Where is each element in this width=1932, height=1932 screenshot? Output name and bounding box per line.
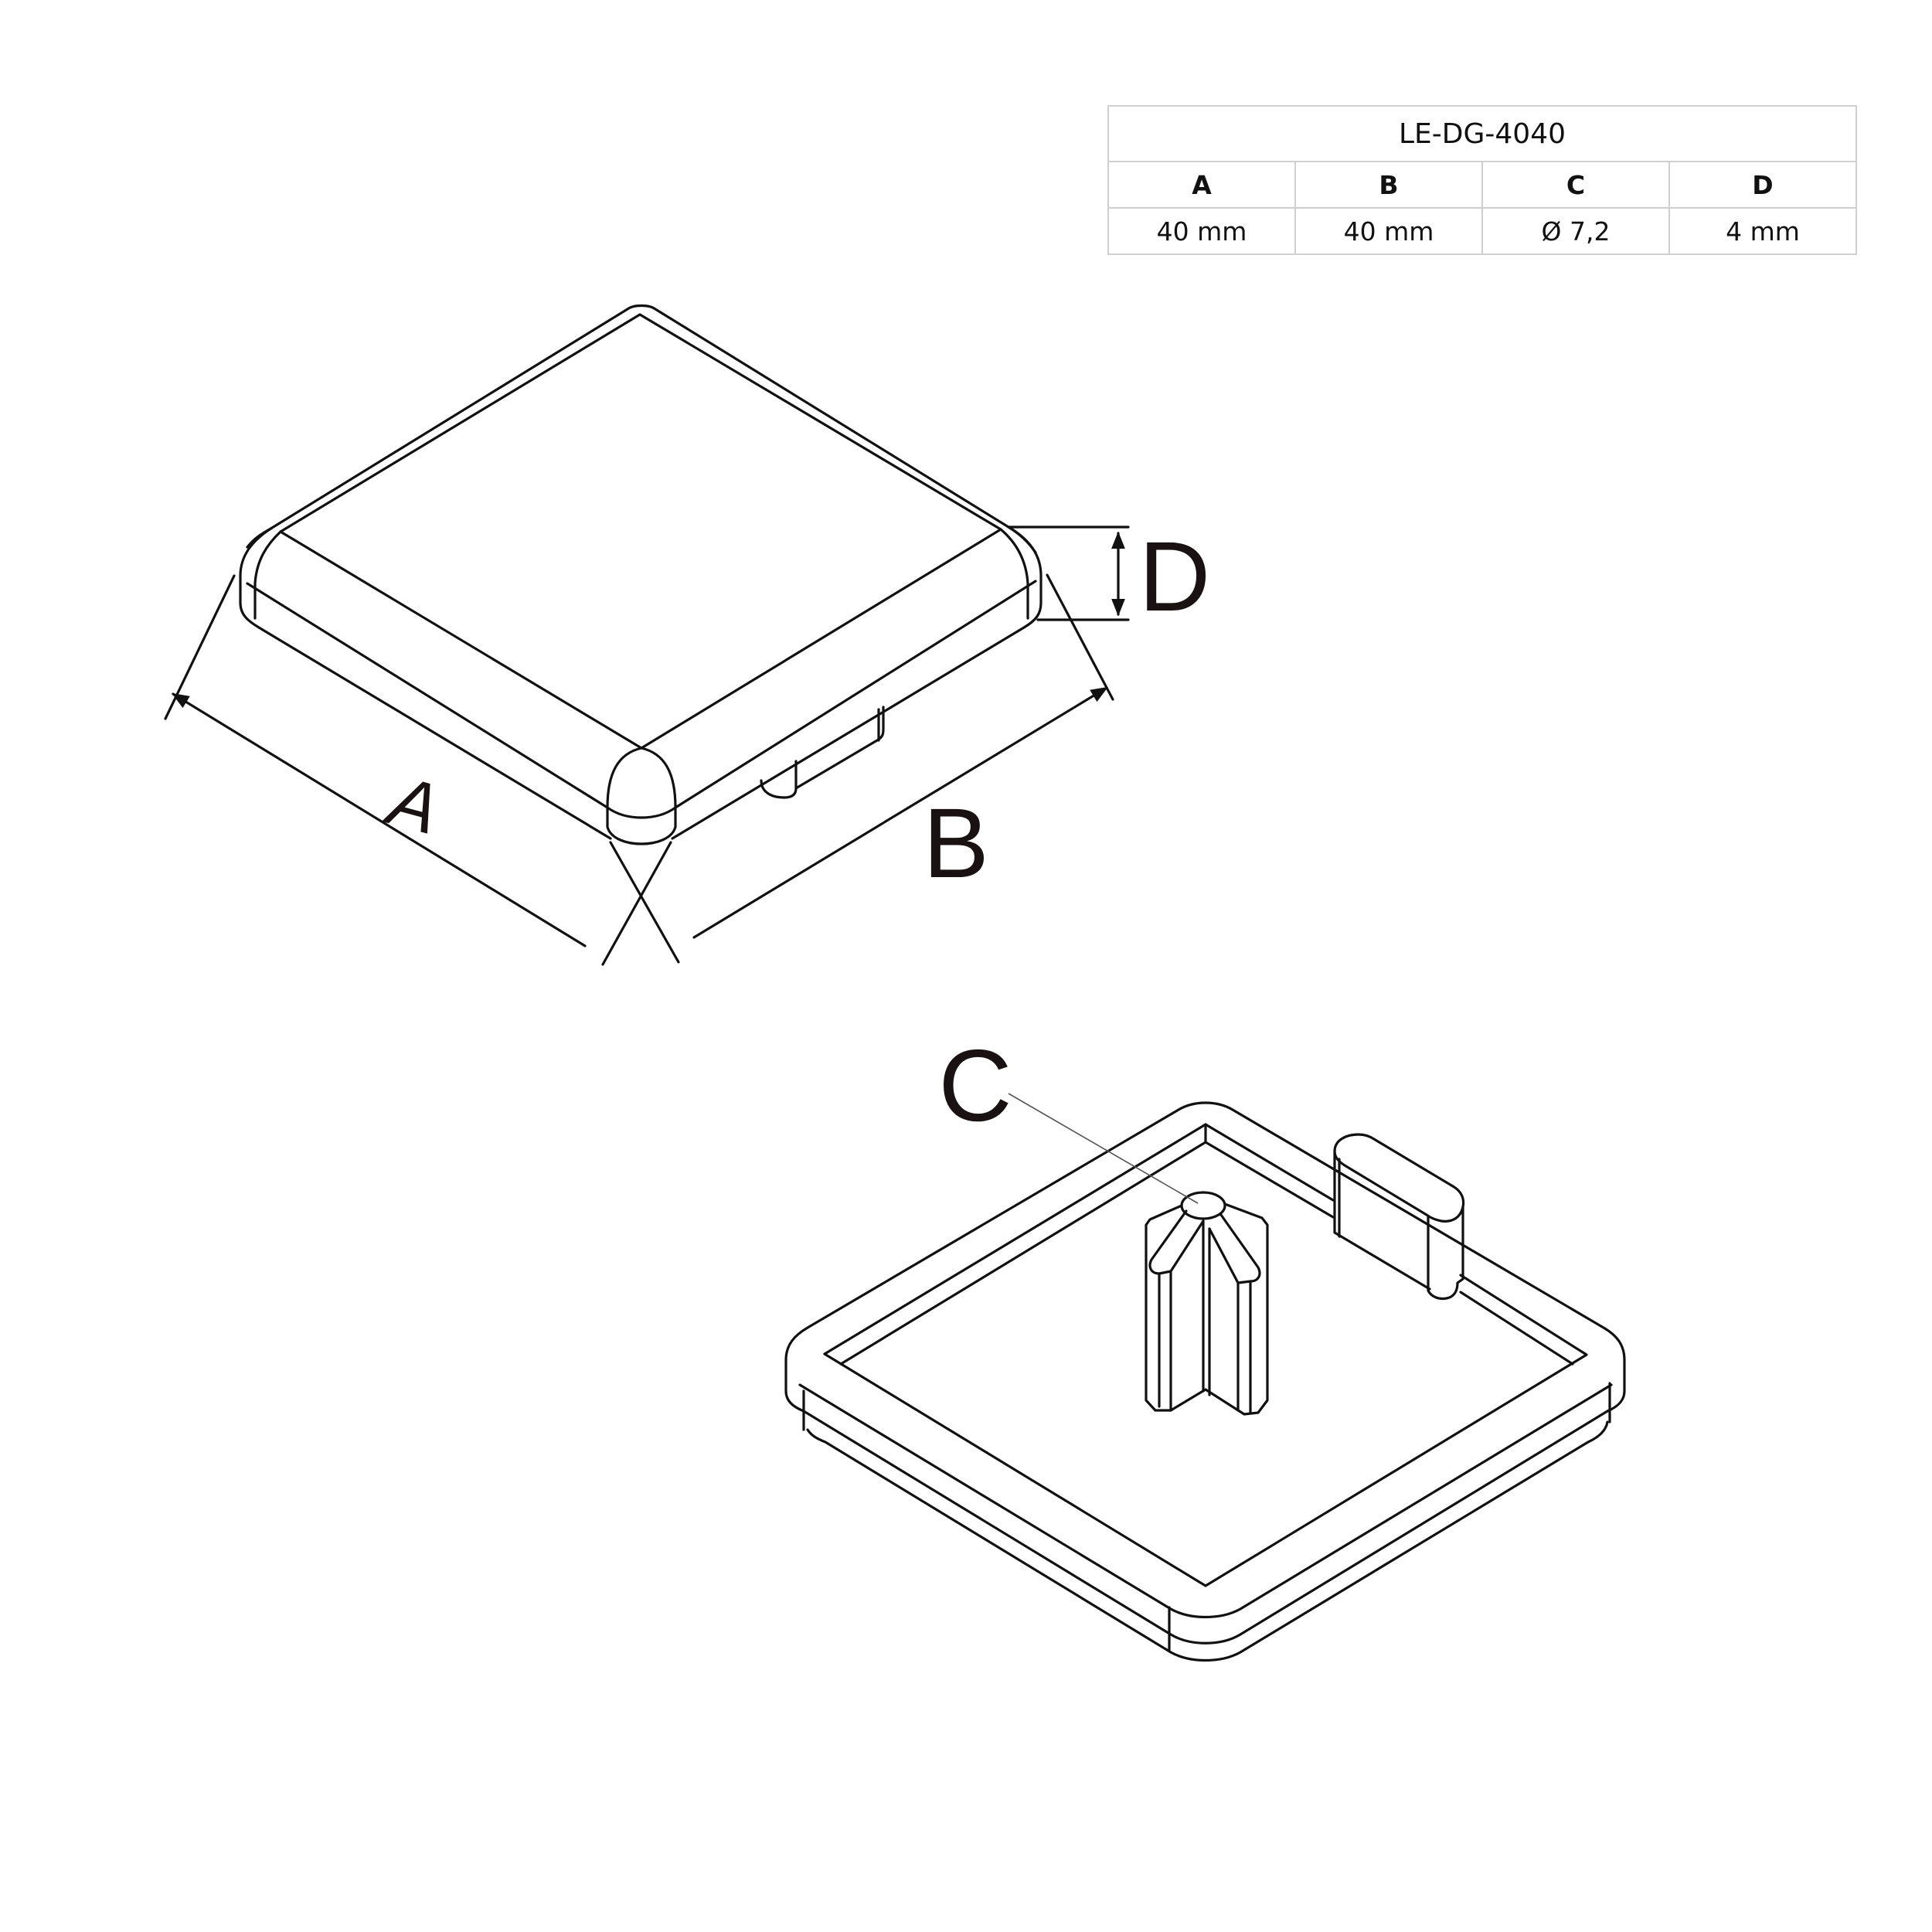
side-band-top	[798, 1383, 1613, 1619]
pin-left-flute	[1158, 1270, 1172, 1412]
dim-a-extension	[164, 574, 236, 720]
left-side-band-top	[246, 582, 609, 809]
right-side-band-top	[674, 580, 1037, 809]
spec-table-header-row: A B C D	[1107, 161, 1857, 209]
end-cap-bottom-view: C	[784, 1029, 1626, 1662]
rim-inner-back-left	[823, 1123, 1335, 1355]
c-leader-line	[1008, 1093, 1199, 1204]
pin-rib-left	[1148, 1209, 1205, 1275]
spec-table-value-row: 40 mm 40 mm Ø 7,2 4 mm	[1107, 207, 1857, 255]
spec-table-title-row: LE-DG-4040	[1107, 105, 1857, 162]
outer-rim-left	[784, 1359, 805, 1413]
label-c: C	[938, 1029, 1012, 1142]
label-b: B	[923, 788, 988, 899]
label-a: A	[377, 760, 447, 850]
header-d: D	[1668, 161, 1857, 209]
right-side-bottom	[671, 626, 1026, 840]
rim-inner-front	[823, 1274, 1588, 1587]
spec-table: LE-DG-4040 A B C D 40 mm 40 mm Ø 7,2 4 m…	[1107, 105, 1857, 255]
left-corner-inner	[253, 530, 282, 620]
side-band-mid	[802, 1410, 1609, 1645]
label-d: D	[1139, 522, 1210, 632]
left-side-bottom	[257, 626, 612, 840]
dimension-a: A	[164, 574, 587, 947]
dim-b-line	[692, 686, 1108, 939]
value-a: 40 mm	[1107, 207, 1296, 255]
corner-cross-marks	[601, 841, 680, 966]
clip-tab	[794, 706, 885, 790]
top-rim-back	[246, 304, 1037, 554]
pin-rib-right	[1208, 1213, 1261, 1284]
value-c: Ø 7,2	[1481, 207, 1670, 255]
dim-b-extension	[1046, 573, 1114, 701]
header-c: C	[1481, 161, 1670, 209]
header-b: B	[1294, 161, 1483, 209]
left-corner	[239, 526, 274, 629]
floor-edge-back-right	[1459, 1291, 1574, 1366]
dimension-b: B	[692, 573, 1114, 939]
product-code: LE-DG-4040	[1107, 105, 1857, 162]
top-face	[279, 313, 1002, 750]
tab-front-left	[1333, 1150, 1431, 1291]
value-b: 40 mm	[1294, 207, 1483, 255]
pin-cap	[1180, 1191, 1226, 1220]
header-a: A	[1107, 161, 1296, 209]
clip-pin-rounded	[760, 760, 798, 799]
right-corner-inner	[999, 528, 1029, 620]
star-pin	[1145, 1191, 1269, 1416]
value-d: 4 mm	[1668, 207, 1857, 255]
floor-edge-back-left	[839, 1141, 1335, 1366]
dim-a-line	[172, 692, 587, 947]
tab-side	[1427, 1206, 1464, 1301]
pin-outline	[1145, 1202, 1269, 1416]
dimension-d: D	[1007, 522, 1210, 632]
outer-rim	[784, 1101, 1626, 1413]
end-cap-top-view	[239, 304, 1043, 845]
right-corner	[1007, 526, 1043, 629]
front-corner	[606, 747, 677, 845]
front-corner-band	[606, 806, 677, 819]
pin-right-flute	[1236, 1280, 1252, 1414]
pin-center-groove	[1202, 1219, 1211, 1396]
side-band-bottom	[806, 1420, 1609, 1662]
